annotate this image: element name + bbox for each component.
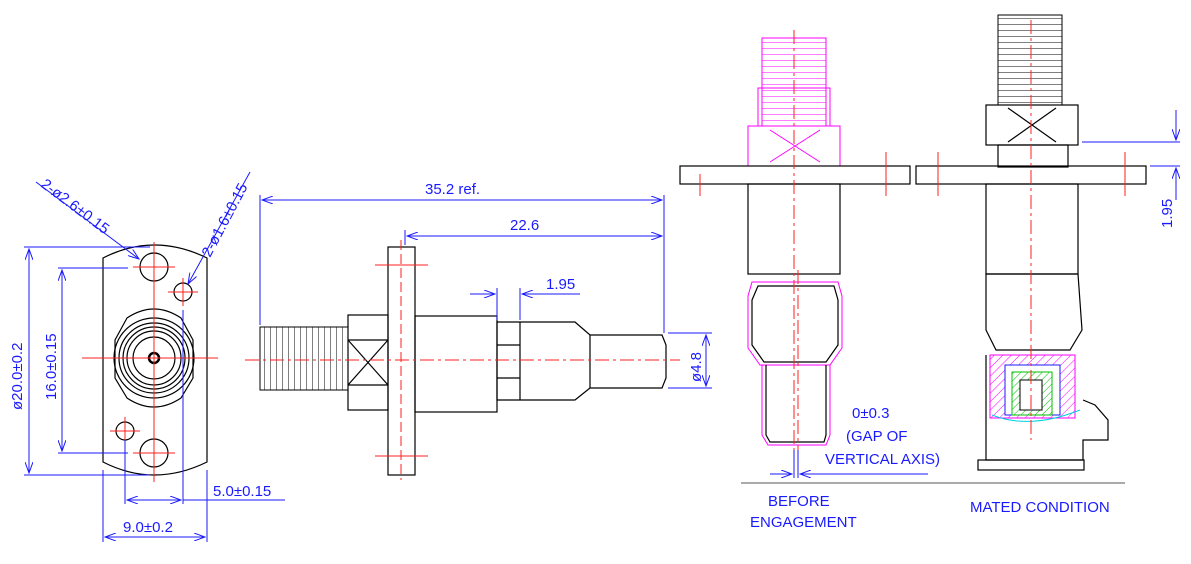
mated-view bbox=[915, 14, 1180, 471]
before-caption-line2: ENGAGEMENT bbox=[750, 514, 857, 531]
before-engagement-view bbox=[679, 30, 1125, 484]
offset-dim: 5.0±0.15 bbox=[213, 483, 271, 500]
front-view bbox=[24, 171, 285, 542]
gap-note-line2: (GAP OF bbox=[846, 428, 907, 445]
body-length-dim: 22.6 bbox=[510, 217, 539, 234]
step-dim: 1.95 bbox=[546, 276, 575, 293]
gap-note-line3: VERTICAL AXIS) bbox=[825, 451, 940, 468]
height-dim: ø20.0±0.2 bbox=[9, 343, 26, 410]
side-view bbox=[245, 195, 712, 480]
gap-tolerance: 0±0.3 bbox=[852, 405, 889, 422]
hole-large-callout: 2-ø2.6±0.15 bbox=[38, 176, 113, 238]
hole-pitch-dim: 16.0±0.15 bbox=[43, 333, 60, 400]
mated-caption: MATED CONDITION bbox=[970, 499, 1110, 516]
before-caption-line1: BEFORE bbox=[768, 493, 830, 510]
mated-gap-dim: 1.95 bbox=[1159, 199, 1176, 228]
overall-length-dim: 35.2 ref. bbox=[425, 181, 480, 198]
hole-small-callout: 2-ø1.6±0.15 bbox=[199, 181, 252, 260]
width-dim: 9.0±0.2 bbox=[123, 519, 173, 536]
tip-diameter-dim: ø4.8 bbox=[688, 352, 705, 382]
